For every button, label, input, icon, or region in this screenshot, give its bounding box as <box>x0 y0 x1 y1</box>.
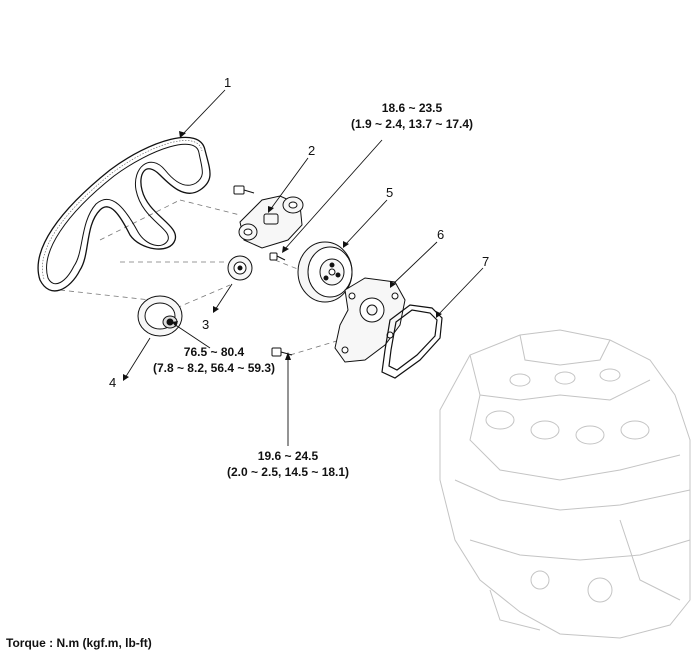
torque-value: 18.6 ~ 23.5 <box>381 101 443 115</box>
part-number-4: 4 <box>109 375 117 390</box>
drive-belt <box>37 136 211 292</box>
tensioner-bolt-icon <box>233 185 255 195</box>
part-number-3: 3 <box>202 317 210 332</box>
water-pump-pulley <box>297 241 353 303</box>
engine-block-illustration <box>439 329 691 639</box>
alignment-dashed-lines <box>59 199 341 356</box>
water-pump <box>334 277 406 363</box>
pump-bolt-icon <box>271 347 293 357</box>
part-number-7: 7 <box>482 254 490 269</box>
torque-alt-units: (7.8 ~ 8.2, 56.4 ~ 59.3) <box>152 361 276 375</box>
torque-units-note: Torque : N.m (kgf.m, lb-ft) <box>6 636 152 650</box>
part-number-2: 2 <box>308 143 316 158</box>
part-number-1: 1 <box>224 75 232 90</box>
torque-value: 19.6 ~ 24.5 <box>257 449 319 463</box>
arrowheads <box>123 131 442 381</box>
water-pump-gasket <box>381 304 443 379</box>
torque-value: 76.5 ~ 80.4 <box>183 345 245 359</box>
torque-callout-crank: 76.5 ~ 80.4 (7.8 ~ 8.2, 56.4 ~ 59.3) <box>144 344 284 376</box>
small-bolt-icon <box>269 252 286 261</box>
torque-alt-units: (2.0 ~ 2.5, 14.5 ~ 18.1) <box>226 465 350 479</box>
part-number-6: 6 <box>437 227 445 242</box>
torque-callout-tensioner: 18.6 ~ 23.5 (1.9 ~ 2.4, 13.7 ~ 17.4) <box>344 100 480 132</box>
idler-pulley <box>227 255 253 281</box>
part-number-5: 5 <box>386 185 394 200</box>
torque-alt-units: (1.9 ~ 2.4, 13.7 ~ 17.4) <box>350 117 474 131</box>
belt-tensioner <box>238 195 304 249</box>
leader-lines <box>124 89 484 446</box>
crankshaft-damper-pulley <box>137 295 183 337</box>
torque-callout-pump: 19.6 ~ 24.5 (2.0 ~ 2.5, 14.5 ~ 18.1) <box>220 448 356 480</box>
